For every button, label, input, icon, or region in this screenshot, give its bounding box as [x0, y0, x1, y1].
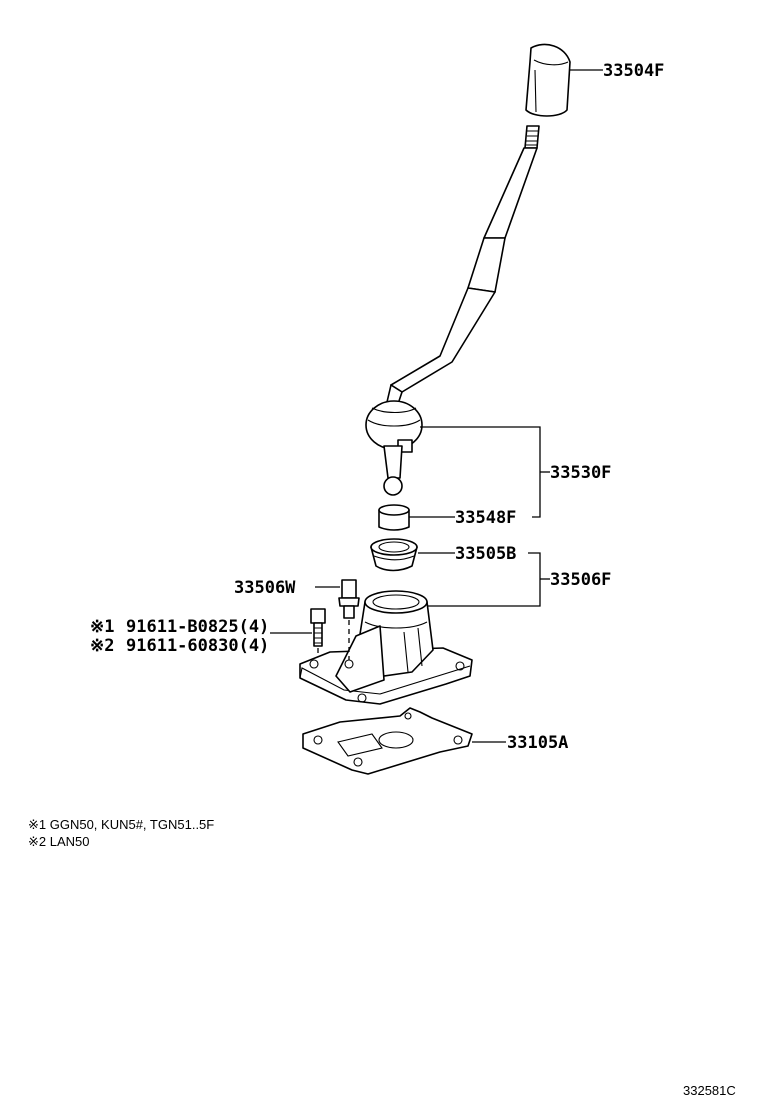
bolt1-part-label: 91611-B0825(4)	[126, 617, 269, 637]
bolt2-mark: ※2	[90, 636, 114, 656]
seat-drawing	[370, 538, 418, 572]
part-label-retainer-assy: 33506F	[550, 570, 611, 590]
lever-lower-assy-drawing	[365, 400, 423, 496]
part-label-gasket: 33105A	[507, 733, 568, 753]
pin-drawing	[338, 579, 360, 669]
gasket-drawing	[302, 707, 473, 775]
diagram-reference-number: 332581C	[683, 1083, 736, 1098]
note-2: ※2 LAN50	[28, 834, 89, 849]
bushing-drawing	[378, 504, 410, 531]
bolt-drawing	[310, 608, 326, 656]
bolt2-part-label: 91611-60830(4)	[126, 636, 269, 656]
retainer-housing-drawing	[299, 590, 473, 705]
part-label-pin: 33506W	[234, 578, 296, 598]
note-1: ※1 GGN50, KUN5#, TGN51..5F	[28, 817, 214, 832]
part-label-seat: 33505B	[455, 544, 516, 564]
part-label-lever-assy: 33530F	[550, 463, 611, 483]
part-label-bushing: 33548F	[455, 508, 516, 528]
shift-knob-drawing	[525, 43, 571, 117]
shift-lever-rod-drawing	[386, 125, 540, 405]
bolt1-mark: ※1	[90, 617, 114, 637]
leader-lines	[270, 69, 603, 743]
part-label-knob: 33504F	[603, 61, 664, 81]
